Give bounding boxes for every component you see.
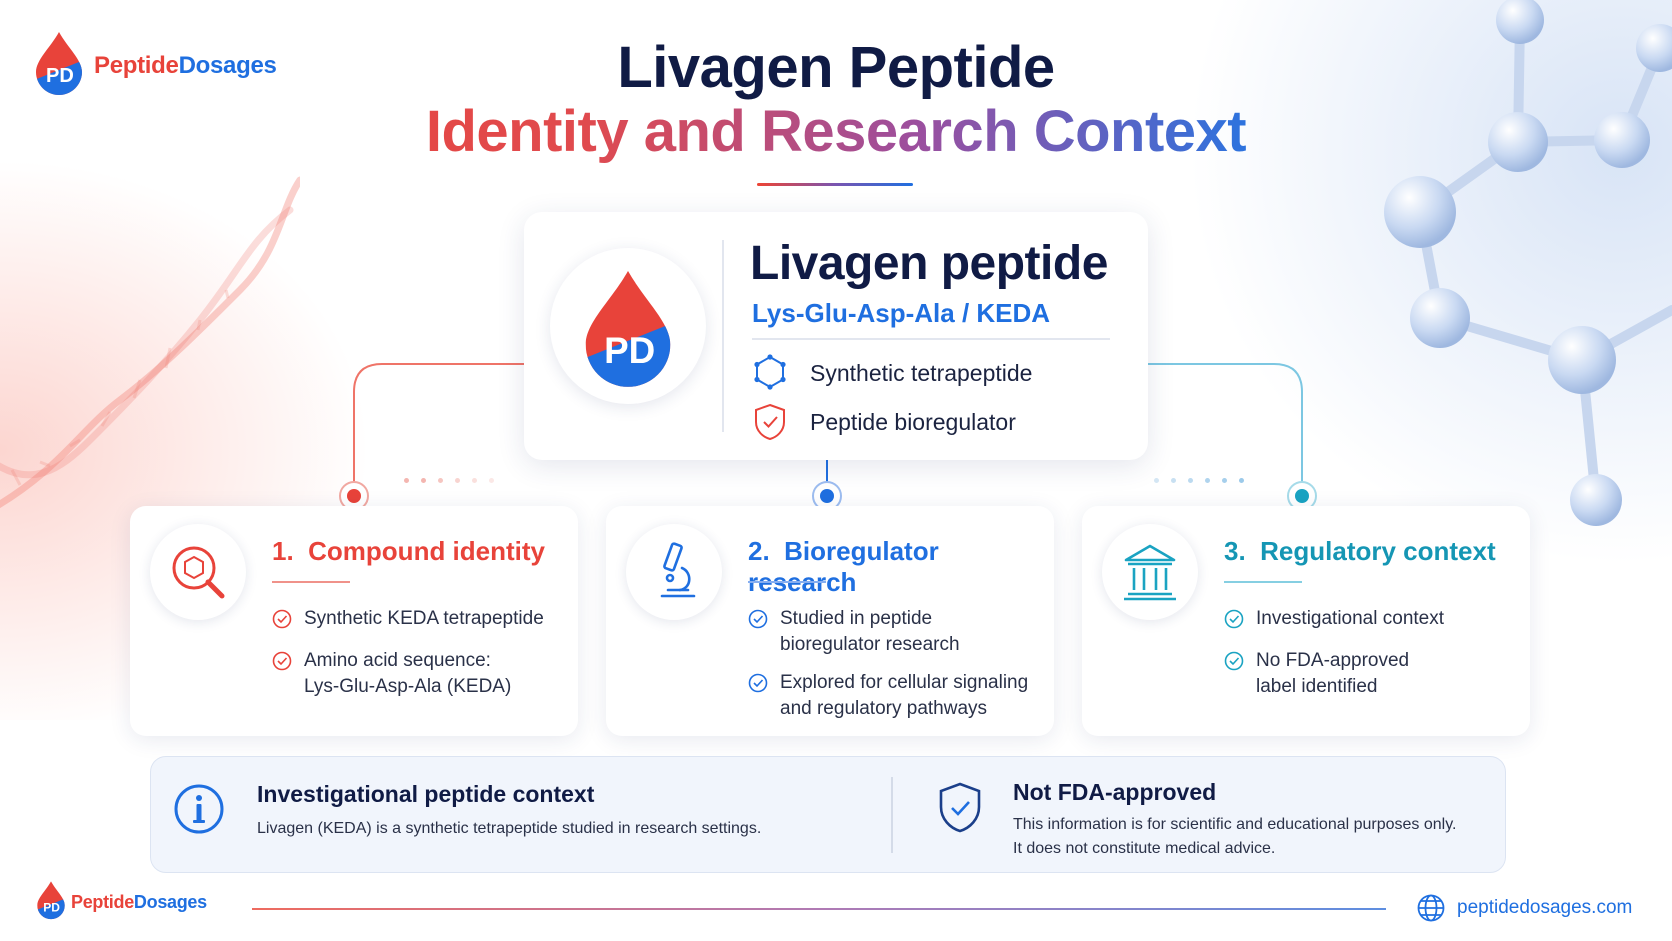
card-title-rule bbox=[272, 581, 350, 583]
item-line: Lys-Glu-Asp-Ala (KEDA) bbox=[304, 676, 512, 697]
card-icon-ring bbox=[150, 524, 246, 620]
card-title: 2. Bioregulator research bbox=[748, 536, 1054, 598]
hero-divider bbox=[722, 240, 724, 432]
check-circle-icon bbox=[272, 651, 292, 671]
title-underline bbox=[757, 183, 913, 186]
card-title-text: Regulatory context bbox=[1260, 536, 1496, 566]
item-line: label identified bbox=[1256, 676, 1378, 697]
item-line: and regulatory pathways bbox=[780, 698, 988, 719]
globe-icon bbox=[1417, 894, 1445, 922]
svg-text:PD: PD bbox=[46, 65, 74, 87]
card-compound-identity: 1. Compound identity Synthetic KEDA tetr… bbox=[130, 506, 578, 736]
card-title-text: Bioregulator research bbox=[748, 536, 939, 597]
info-icon bbox=[174, 784, 224, 834]
check-circle-icon bbox=[1224, 651, 1244, 671]
card-regulatory-context: 3. Regulatory context Investigational co… bbox=[1082, 506, 1530, 736]
shield-check-icon bbox=[939, 782, 981, 833]
hero-feature-2: Peptide bioregulator bbox=[810, 409, 1016, 435]
brand-logo-top[interactable]: PD bbox=[34, 30, 84, 101]
hero-card: PD Livagen peptide Lys-Glu-Asp-Ala / KED… bbox=[524, 212, 1148, 460]
hero-separator bbox=[752, 338, 1110, 340]
shield-check-icon bbox=[755, 403, 785, 441]
institution-building-icon bbox=[1124, 544, 1176, 601]
brand-logo-footer[interactable]: PD bbox=[36, 880, 66, 925]
item-line: No FDA-approved bbox=[1256, 650, 1410, 671]
list-item: Synthetic KEDA tetrapeptide bbox=[272, 606, 544, 632]
item-line: Amino acid sequence: bbox=[304, 650, 491, 671]
hero-subtitle: Lys-Glu-Asp-Ala / KEDA bbox=[752, 298, 1051, 328]
page-title-line2: Identity and Research Context bbox=[0, 98, 1672, 165]
molecule-decoration bbox=[1384, 0, 1672, 526]
footer-rule bbox=[252, 908, 1386, 910]
list-item: Studied in peptide bioregulator research bbox=[748, 606, 960, 658]
item-line: Synthetic KEDA tetrapeptide bbox=[304, 608, 544, 629]
microscope-icon bbox=[660, 542, 696, 598]
info-left-text: Livagen (KEDA) is a synthetic tetrapepti… bbox=[257, 820, 762, 837]
card-title-rule bbox=[748, 581, 826, 583]
brand-name-footer: PeptideDosages bbox=[71, 892, 207, 913]
blood-drop-pd-logo-icon: PD bbox=[36, 32, 82, 95]
card-icon-ring bbox=[626, 524, 722, 620]
list-item: Investigational context bbox=[1224, 606, 1444, 632]
card-number: 1. bbox=[272, 536, 294, 566]
list-item: Explored for cellular signaling and regu… bbox=[748, 670, 1028, 722]
check-circle-icon bbox=[1224, 609, 1244, 629]
list-item: Amino acid sequence: Lys-Glu-Asp-Ala (KE… bbox=[272, 648, 511, 700]
footer-url-link[interactable]: peptidedosages.com bbox=[1457, 897, 1633, 918]
info-right-text-line2: It does not constitute medical advice. bbox=[1013, 840, 1276, 857]
page-title-line1: Livagen Peptide bbox=[617, 35, 1055, 100]
svg-text:PD: PD bbox=[604, 330, 655, 371]
item-line: Investigational context bbox=[1256, 608, 1445, 629]
card-title: 1. Compound identity bbox=[272, 536, 545, 567]
info-right-text-line1: This information is for scientific and e… bbox=[1013, 816, 1457, 833]
info-bar-divider bbox=[891, 777, 893, 853]
blood-drop-pd-logo-icon: PD bbox=[37, 881, 65, 920]
blood-drop-pd-logo-icon: PD bbox=[585, 270, 671, 387]
brand-name-top: PeptideDosages bbox=[94, 52, 277, 80]
check-circle-icon bbox=[748, 609, 768, 629]
info-bar: Investigational peptide context Livagen … bbox=[150, 756, 1506, 873]
card-number: 2. bbox=[748, 536, 770, 566]
info-right-title: Not FDA-approved bbox=[1013, 779, 1217, 805]
list-item: No FDA-approved label identified bbox=[1224, 648, 1409, 700]
check-circle-icon bbox=[272, 609, 292, 629]
dna-helix-decoration bbox=[0, 176, 300, 509]
card-title-rule bbox=[1224, 581, 1302, 583]
info-left-title: Investigational peptide context bbox=[257, 781, 595, 807]
card-title-text: Compound identity bbox=[308, 536, 545, 566]
hero-logo-ring: PD bbox=[550, 248, 706, 404]
brand-name-part1: Peptide bbox=[71, 892, 134, 912]
item-line: bioregulator research bbox=[780, 634, 960, 655]
svg-text:PD: PD bbox=[43, 900, 60, 914]
hero-title: Livagen peptide bbox=[750, 237, 1108, 290]
item-line: Studied in peptide bbox=[780, 608, 933, 629]
brand-name-part1: Peptide bbox=[94, 52, 179, 79]
card-icon-ring bbox=[1102, 524, 1198, 620]
card-title: 3. Regulatory context bbox=[1224, 536, 1496, 567]
card-bioregulator-research: 2. Bioregulator research Studied in pept… bbox=[606, 506, 1054, 736]
hexagon-molecule-icon bbox=[754, 354, 786, 390]
check-circle-icon bbox=[748, 673, 768, 693]
decor-dots-left bbox=[404, 478, 494, 483]
brand-name-part2: Dosages bbox=[178, 52, 277, 79]
card-number: 3. bbox=[1224, 536, 1246, 566]
brand-name-part2: Dosages bbox=[133, 892, 207, 912]
item-line: Explored for cellular signaling bbox=[780, 672, 1029, 693]
decor-dots-right bbox=[1154, 478, 1244, 483]
hero-feature-1: Synthetic tetrapeptide bbox=[810, 360, 1033, 386]
magnifier-molecule-icon bbox=[172, 546, 225, 599]
